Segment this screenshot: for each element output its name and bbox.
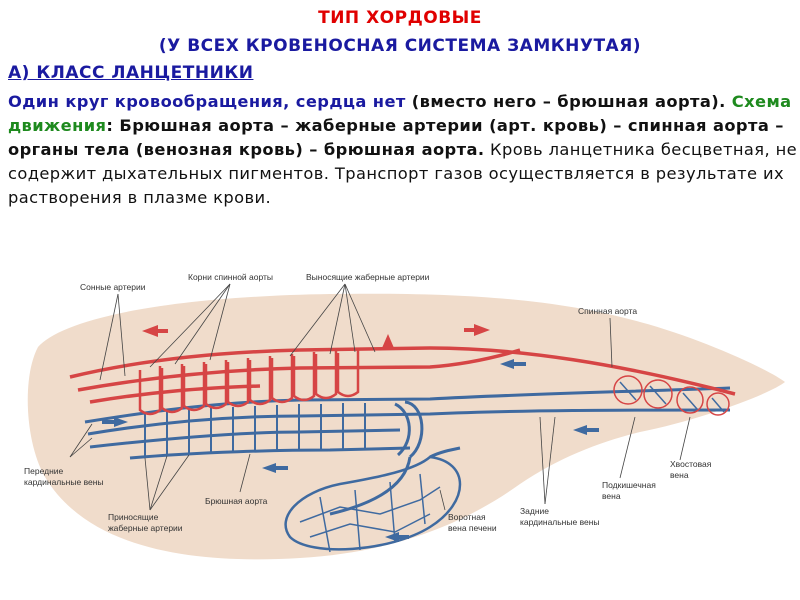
para-blood-note: Кровь ланцетника бесцветная, не содержит… xyxy=(8,140,798,207)
afferent-gill-arteries xyxy=(144,403,366,456)
label-carotid-arteries: Сонные артерии xyxy=(80,282,146,292)
label-caudal-vein-2: вена xyxy=(670,470,689,480)
para-heart-note: (вместо него – брюшная аорта). xyxy=(405,92,732,111)
label-subintestinal-2: вена xyxy=(602,491,621,501)
label-dorsal-aorta: Спинная аорта xyxy=(578,306,637,316)
label-afferent-gill-1: Приносящие xyxy=(108,512,159,522)
circulatory-diagram: Сонные артерии Корни спинной аорты Вынос… xyxy=(24,272,786,560)
arrow-right-icon xyxy=(474,324,490,336)
page-title: ТИП ХОРДОВЫЕ xyxy=(318,8,482,28)
arrow-up-icon xyxy=(382,334,394,348)
label-ventral-aorta: Брюшная аорта xyxy=(205,496,268,506)
segmental-vessels xyxy=(613,375,730,416)
arterial-system xyxy=(69,346,736,404)
label-dorsal-aorta-roots: Корни спинной аорты xyxy=(188,272,273,282)
label-posterior-cardinal-1: Задние xyxy=(520,506,549,516)
arrow-right-icon xyxy=(114,417,128,427)
portal-vein-network xyxy=(284,446,462,553)
arrow-left-icon xyxy=(142,325,158,337)
para-scheme: : Брюшная аорта – жаберные артерии (арт.… xyxy=(8,116,784,159)
label-posterior-cardinal-2: кардинальные вены xyxy=(520,517,600,527)
diagram-labels: Сонные артерии Корни спинной аорты Вынос… xyxy=(24,272,712,533)
arrow-left-icon xyxy=(573,425,587,435)
label-efferent-gill-arteries: Выносящие жаберные артерии xyxy=(306,272,430,282)
para-circulation: Один круг кровообращения, сердца нет xyxy=(8,92,406,111)
label-anterior-cardinal-1: Передние xyxy=(24,466,64,476)
description-paragraph: Один круг кровообращения, сердца нет (вм… xyxy=(8,90,798,210)
arrow-left-icon xyxy=(500,359,514,369)
para-scheme-label: Схема движения xyxy=(8,92,792,135)
label-caudal-vein-1: Хвостовая xyxy=(670,459,712,469)
arrow-left-icon xyxy=(385,532,399,542)
page-subtitle: (У ВСЕХ КРОВЕНОСНАЯ СИСТЕМА ЗАМКНУТАЯ) xyxy=(158,36,642,56)
class-heading: А) КЛАСС ЛАНЦЕТНИКИ xyxy=(8,63,254,83)
arrow-left-icon xyxy=(262,463,276,473)
flow-arrows xyxy=(102,324,599,542)
label-portal-vein-1: Воротная xyxy=(448,512,486,522)
lancelet-body xyxy=(27,293,786,560)
efferent-gill-arteries xyxy=(138,350,360,416)
label-afferent-gill-2: жаберные артерии xyxy=(108,523,183,533)
label-portal-vein-2: вена печени xyxy=(448,523,497,533)
label-anterior-cardinal-2: кардинальные вены xyxy=(24,477,104,487)
label-leader-lines xyxy=(69,283,691,511)
label-subintestinal-1: Подкишечная xyxy=(602,480,656,490)
